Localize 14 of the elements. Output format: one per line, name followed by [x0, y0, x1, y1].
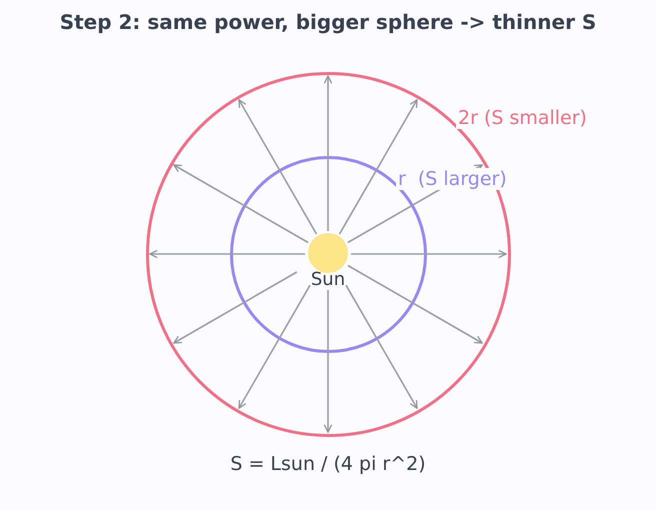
ray-arrow: [338, 99, 418, 234]
ray-arrow: [149, 250, 305, 258]
ray-arrow: [324, 290, 332, 433]
formula-caption: S = Lsun / (4 pi r^2): [229, 453, 427, 475]
ray-arrow: [345, 284, 418, 409]
sun-label: Sun: [310, 269, 346, 291]
ray-arrow: [173, 164, 308, 244]
ray-arrow: [324, 75, 332, 231]
ray-arrow: [351, 250, 507, 258]
ray-arrow: [173, 271, 298, 344]
ray-arrow: [238, 284, 311, 409]
diagram-title: Step 2: same power, bigger sphere -> thinner S: [58, 10, 598, 34]
ray-arrow: [348, 264, 483, 344]
ray-arrow: [238, 99, 318, 234]
